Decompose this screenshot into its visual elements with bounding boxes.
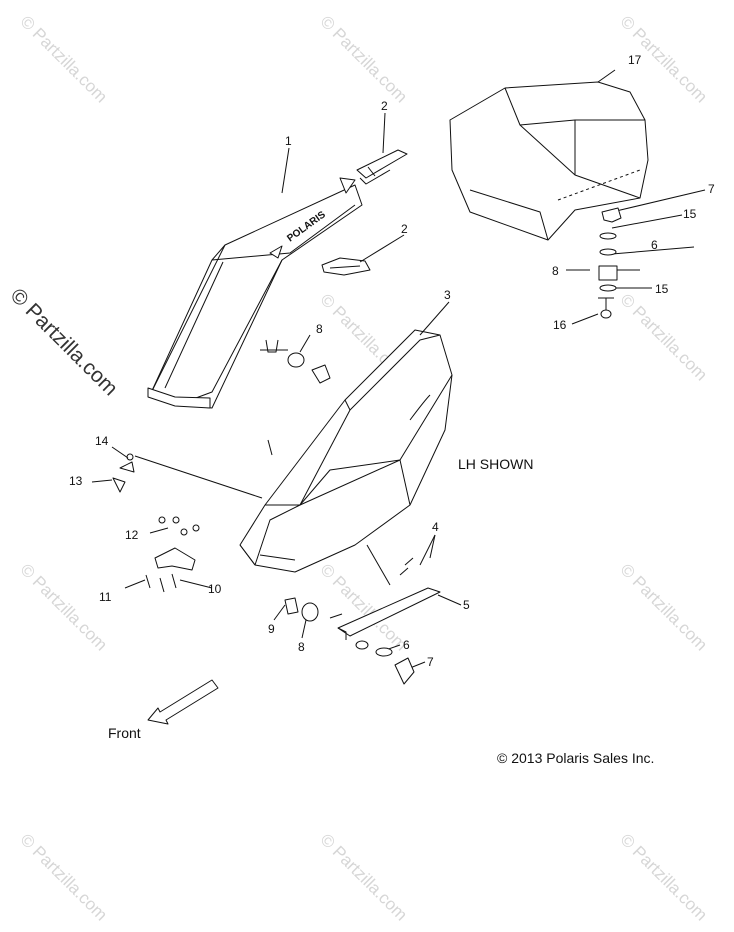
callout-2-upper: 2 [381,99,388,113]
callout-5: 5 [463,598,470,612]
callout-8-upper: 8 [316,322,323,336]
callout-15-upper: 15 [683,207,697,221]
latch-part-upper [356,149,408,185]
callout-1: 1 [285,134,292,148]
callout-16: 16 [553,318,567,332]
callout-17: 17 [628,53,642,67]
front-arrow [147,679,219,725]
callout-8-lid: 8 [552,264,559,278]
leader-lines [91,69,706,671]
mount-plate-part [337,587,441,640]
callout-10: 10 [208,582,222,596]
callout-14: 14 [95,434,109,448]
callout-12: 12 [125,528,139,542]
callout-8-lower: 8 [298,640,305,654]
callout-6-lower: 6 [403,638,410,652]
front-label: Front [108,725,141,741]
callout-15-lower: 15 [655,282,669,296]
copyright-notice: © 2013 Polaris Sales Inc. [497,750,655,766]
seat-part [147,177,363,409]
callout-9: 9 [268,622,275,636]
callout-11: 11 [99,590,112,604]
hardware-stack [598,207,622,319]
small-hardware [112,339,415,685]
callout-6-lid: 6 [651,238,658,252]
bracket-part [154,547,196,571]
callout-2-lower: 2 [401,222,408,236]
callout-4: 4 [432,520,439,534]
callout-13: 13 [69,474,83,488]
saddlebag-part [239,329,453,573]
latch-part-lower [321,257,371,276]
callout-7-lower: 7 [427,655,434,669]
view-note: LH SHOWN [458,456,534,472]
callout-7-lid: 7 [708,182,715,196]
callout-3: 3 [444,288,451,302]
lid-part [449,81,649,241]
